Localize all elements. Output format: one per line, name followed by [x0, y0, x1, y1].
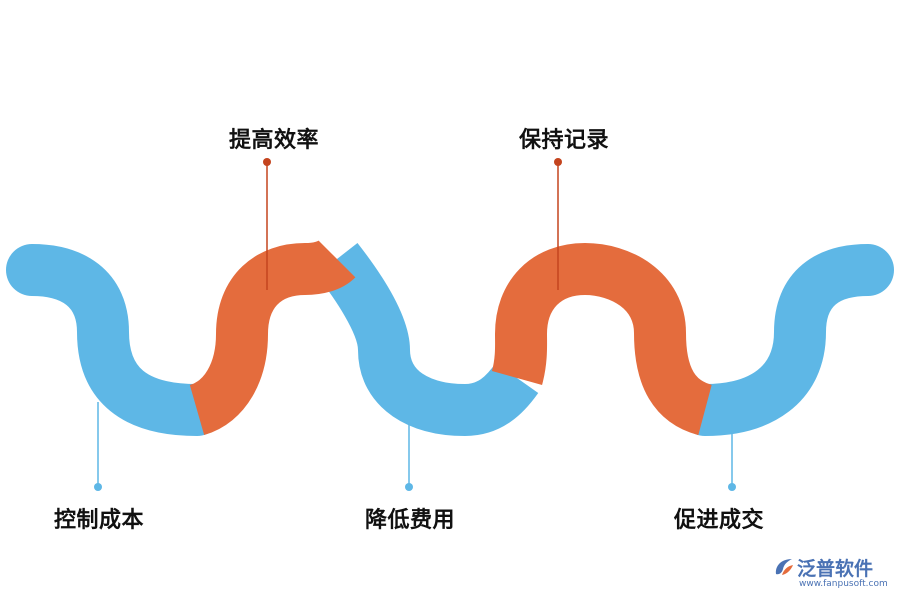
step-label-reduce-expenses: 降低费用: [365, 508, 456, 533]
connector-dot-5: [728, 483, 736, 491]
step-label-control-cost: 控制成本: [54, 508, 145, 533]
wave-segment-2: [188, 239, 356, 435]
step-label-keep-records: 保持记录: [519, 128, 610, 153]
wave-segment-5: [679, 244, 894, 436]
wave-segment-1: [6, 244, 223, 436]
wave-segment-4: [491, 242, 714, 436]
watermark-url: www.fanpusoft.com: [799, 579, 888, 589]
connector-dot-2: [263, 158, 271, 166]
watermark: 泛普软件 www.fanpusoft.com: [772, 553, 897, 595]
watermark-brand: 泛普软件: [797, 558, 874, 580]
connector-dot-4: [554, 158, 562, 166]
step-label-promote-deals: 促进成交: [674, 508, 765, 533]
connector-dot-3: [405, 483, 413, 491]
wave-segment-3: [316, 242, 539, 437]
connector-dot-1: [94, 483, 102, 491]
fanpu-logo-icon: [775, 559, 793, 575]
step-label-improve-efficiency: 提高效率: [229, 128, 320, 153]
